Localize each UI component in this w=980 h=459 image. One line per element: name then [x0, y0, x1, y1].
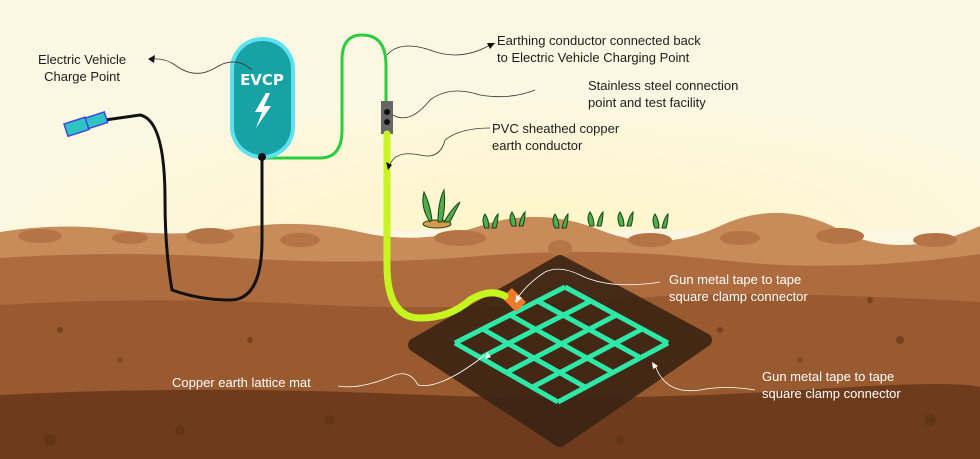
- label-line: PVC sheathed copper: [492, 121, 620, 136]
- white-arrowheads: [485, 295, 658, 369]
- plants: [422, 188, 669, 229]
- clamp-connector: [501, 287, 527, 313]
- label-line: Charge Point: [44, 69, 121, 84]
- pvc-earth-conductor: [383, 130, 509, 322]
- charging-cable: [104, 113, 264, 302]
- label-line: earth conductor: [492, 138, 583, 153]
- leader-lines: [151, 44, 536, 166]
- lattice-strip: [556, 340, 670, 405]
- arrowheads: [148, 43, 495, 170]
- label-pvc-conductor: PVC sheathed copper earth conductor: [492, 120, 619, 154]
- label-line: Copper earth lattice mat: [172, 375, 311, 390]
- copper-lattice-grid: [453, 284, 670, 405]
- soil-specks: [44, 297, 936, 446]
- label-clamp-top: Gun metal tape to tape square clamp conn…: [669, 271, 808, 305]
- label-line: Earthing conductor connected back: [497, 33, 701, 48]
- label-line: Gun metal tape to tape: [762, 369, 895, 384]
- label-test-facility: Stainless steel connection point and tes…: [588, 77, 738, 111]
- label-charge-point: Electric Vehicle Charge Point: [38, 51, 126, 85]
- soil-rocks: [18, 228, 957, 256]
- lightning-icon: [255, 93, 271, 128]
- test-facility-box: [381, 101, 393, 134]
- evcp-text: EVCP: [240, 71, 284, 89]
- sky: [0, 0, 980, 230]
- label-lattice-mat: Copper earth lattice mat: [172, 374, 311, 391]
- label-line: point and test facility: [588, 95, 706, 110]
- lattice-strip: [563, 284, 670, 346]
- label-line: square clamp connector: [669, 289, 808, 304]
- label-line: Gun metal tape to tape: [669, 272, 802, 287]
- label-line: Stainless steel connection: [588, 78, 739, 93]
- white-leader-lines: [337, 268, 756, 392]
- label-line: square clamp connector: [762, 386, 901, 401]
- label-line: to Electric Vehicle Charging Point: [497, 50, 690, 65]
- soil-layer-4: [0, 383, 980, 459]
- lattice-strip: [531, 326, 644, 390]
- lattice-mat-base: [408, 255, 712, 447]
- lattice-strip: [505, 312, 618, 375]
- label-clamp-bottom: Gun metal tape to tape square clamp conn…: [762, 368, 901, 402]
- lattice-strip: [536, 298, 642, 360]
- label-line: Electric Vehicle: [38, 52, 127, 67]
- label-earthing-conductor: Earthing conductor connected back to Ele…: [497, 32, 701, 66]
- earthing-conductor: [262, 33, 388, 160]
- charging-plug: [63, 111, 109, 138]
